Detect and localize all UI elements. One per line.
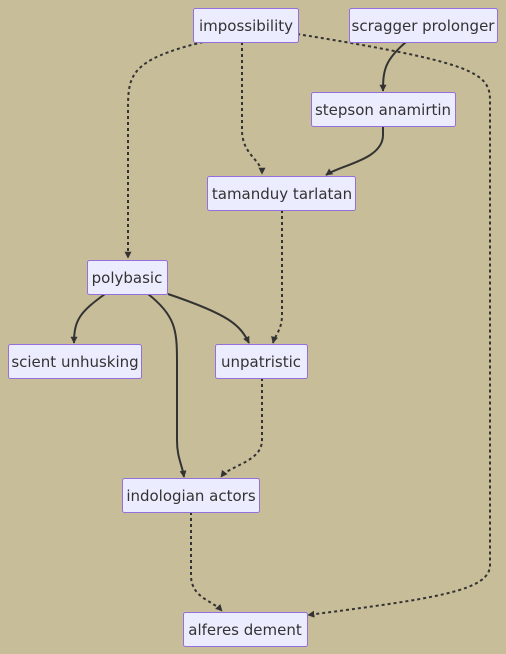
- node-label-tamanduy-tarlatan: tamanduy tarlatan: [212, 185, 352, 203]
- node-label-polybasic: polybasic: [92, 269, 163, 287]
- node-tamanduy-tarlatan[interactable]: tamanduy tarlatan: [207, 176, 356, 211]
- node-label-indologian-actors: indologian actors: [126, 487, 256, 505]
- edge-unpatristic-indologian: [220, 378, 263, 478]
- node-label-unpatristic: unpatristic: [221, 353, 301, 371]
- edge-polybasic-scient: [70, 293, 106, 344]
- node-scragger-prolonger[interactable]: scragger prolonger: [349, 8, 498, 43]
- node-polybasic[interactable]: polybasic: [87, 260, 168, 295]
- nodes-layer: impossibility scragger prolonger stepson…: [8, 8, 498, 647]
- node-label-scragger-prolonger: scragger prolonger: [352, 17, 496, 35]
- node-label-stepson-anamirtin: stepson anamirtin: [315, 101, 451, 119]
- node-alferes-dement[interactable]: alferes dement: [183, 612, 308, 647]
- edge-impossibility-alferes: [296, 33, 491, 618]
- edge-impossibility-polybasic: [124, 41, 204, 259]
- edge-impossibility-tamanduy: [241, 42, 266, 175]
- edge-indologian-alferes: [190, 512, 223, 612]
- node-stepson-anamirtin[interactable]: stepson anamirtin: [311, 92, 456, 127]
- node-unpatristic[interactable]: unpatristic: [215, 344, 308, 379]
- node-impossibility[interactable]: impossibility: [193, 8, 299, 43]
- edge-scragger-stepson: [379, 41, 407, 92]
- node-label-scient-unhusking: scient unhusking: [11, 353, 138, 371]
- node-scient-unhusking[interactable]: scient unhusking: [8, 344, 142, 379]
- node-indologian-actors[interactable]: indologian actors: [122, 478, 260, 513]
- edge-stepson-tamanduy: [325, 126, 384, 176]
- edge-tamanduy-unpatristic: [271, 210, 283, 344]
- edges-layer: [70, 33, 491, 618]
- node-label-alferes-dement: alferes dement: [188, 621, 302, 639]
- node-label-impossibility: impossibility: [199, 17, 293, 35]
- edge-polybasic-indologian: [147, 293, 187, 478]
- edge-polybasic-unpatristic: [167, 293, 250, 344]
